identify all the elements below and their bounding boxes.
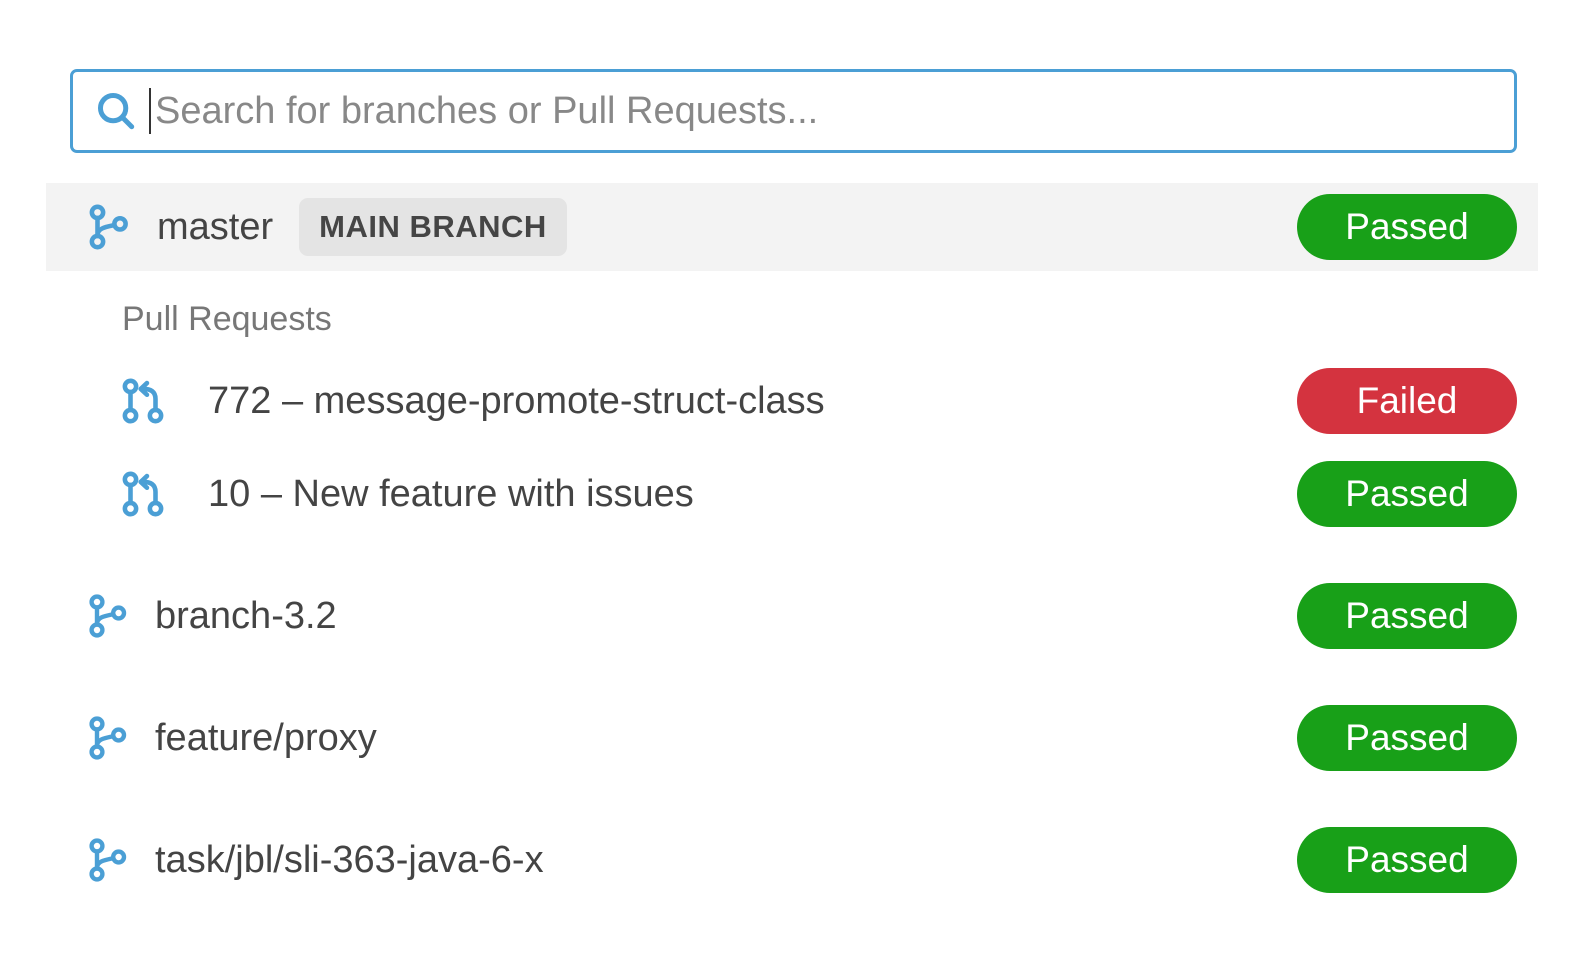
branch-row[interactable]: task/jbl/sli-363-java-6-x Passed <box>0 820 1584 900</box>
branch-row[interactable]: feature/proxy Passed <box>0 698 1584 778</box>
search-icon <box>93 88 139 134</box>
git-branch-icon <box>85 591 133 641</box>
git-branch-icon <box>85 713 133 763</box>
pull-request-icon <box>118 468 168 520</box>
pull-request-title: 772 – message-promote-struct-class <box>208 379 825 422</box>
branch-row[interactable]: branch-3.2 Passed <box>0 576 1584 656</box>
branch-row-master[interactable]: master MAIN BRANCH Passed <box>46 183 1538 271</box>
branch-name: master <box>157 205 274 248</box>
git-branch-icon <box>85 835 133 885</box>
status-badge: Failed <box>1297 368 1517 434</box>
status-badge: Passed <box>1297 827 1517 893</box>
pull-request-row[interactable]: 10 – New feature with issues Passed <box>0 454 1584 534</box>
text-cursor <box>149 88 151 134</box>
status-badge: Passed <box>1297 194 1517 260</box>
search-box[interactable] <box>70 69 1517 153</box>
pull-requests-section-label: Pull Requests <box>122 300 332 338</box>
status-badge: Passed <box>1297 461 1517 527</box>
pull-request-title: 10 – New feature with issues <box>208 472 694 515</box>
main-branch-badge: MAIN BRANCH <box>299 198 567 256</box>
pull-request-row[interactable]: 772 – message-promote-struct-class Faile… <box>0 361 1584 441</box>
status-badge: Passed <box>1297 583 1517 649</box>
git-branch-icon <box>85 201 135 253</box>
pull-request-icon <box>118 375 168 427</box>
status-badge: Passed <box>1297 705 1517 771</box>
branch-name: feature/proxy <box>155 716 377 759</box>
search-input[interactable] <box>155 89 1494 133</box>
branch-name: branch-3.2 <box>155 594 337 637</box>
branch-name: task/jbl/sli-363-java-6-x <box>155 838 544 881</box>
